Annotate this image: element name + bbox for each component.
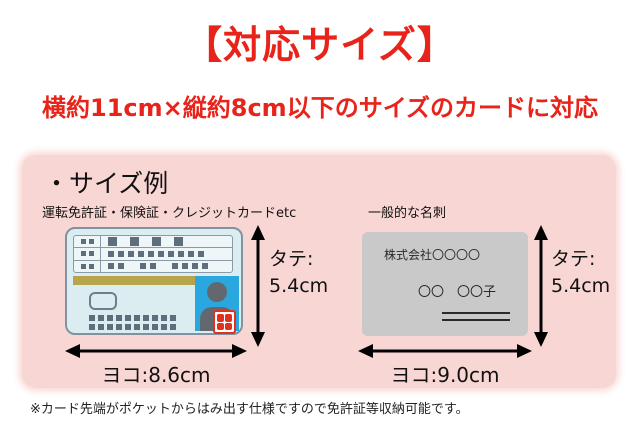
license-detail-row (89, 315, 176, 321)
size-example-heading: ・サイズ例 (44, 169, 169, 198)
business-card-company: 株式会社〇〇〇〇 (384, 248, 481, 262)
business-card-line (442, 319, 510, 321)
footnote: ※カード先端がポケットからはみ出す仕様ですので免許証等収納可能です。 (30, 402, 469, 417)
business-card-caption: 一般的な名刺 (368, 206, 447, 221)
license-height-label: タテ: 5.4cm (269, 248, 329, 297)
page-title: 【対応サイズ】 (184, 23, 456, 67)
license-gold-band (73, 276, 195, 285)
business-card-name: 〇〇 〇〇子 (418, 285, 497, 300)
license-chip-outline (89, 292, 117, 310)
business-card-line (442, 312, 510, 314)
license-card-caption: 運転免許証・保険証・クレジットカードetc (42, 206, 297, 221)
license-detail-row (89, 324, 176, 330)
person-silhouette-icon (207, 282, 227, 302)
red-seal-icon (213, 310, 236, 334)
vertical-double-arrow-icon (534, 225, 548, 347)
vertical-double-arrow-icon (251, 225, 265, 347)
business-card-width-label: ヨコ:9.0cm (390, 363, 500, 387)
license-text-block (73, 235, 233, 273)
horizontal-double-arrow-icon (358, 344, 532, 358)
size-example-panel: ・サイズ例 運転免許証・保険証・クレジットカードetc 一般的な名刺 (22, 155, 616, 388)
business-card-illustration: 株式会社〇〇〇〇 〇〇 〇〇子 (362, 232, 528, 336)
license-width-label: ヨコ:8.6cm (101, 363, 211, 387)
horizontal-double-arrow-icon (65, 344, 247, 358)
business-card-height-label: タテ: 5.4cm (551, 248, 611, 297)
supported-size-subtitle: 横約11cm×縦約8cm以下のサイズのカードに対応 (42, 94, 598, 122)
license-card-illustration (65, 227, 243, 335)
